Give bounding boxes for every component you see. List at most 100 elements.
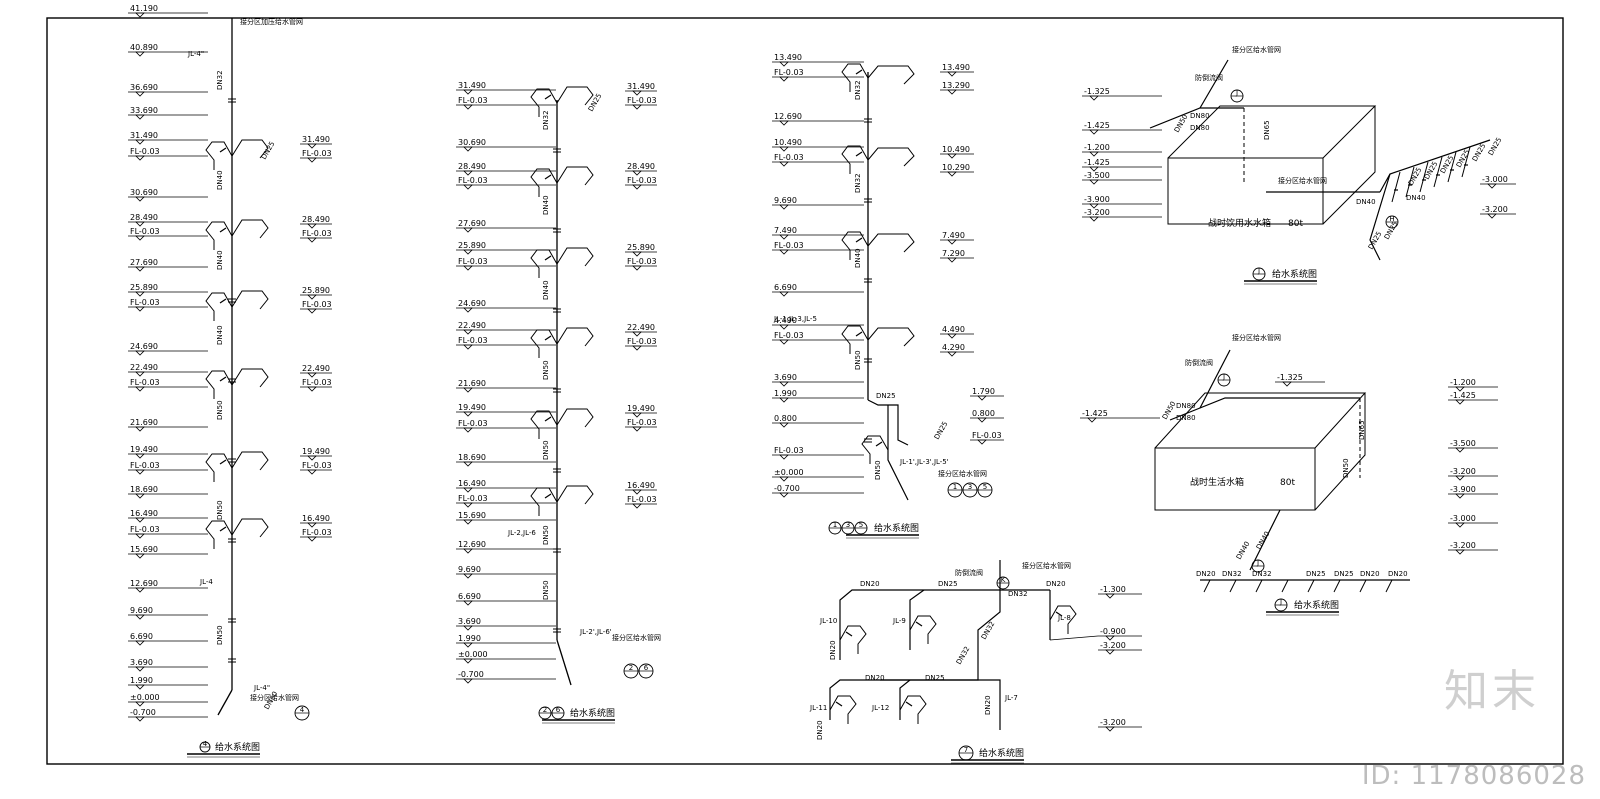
elevation-marker <box>135 291 145 297</box>
elevation-label: 22.490 <box>458 321 486 330</box>
elevation-label: 13.490 <box>774 53 802 62</box>
elevation-marker <box>1089 166 1099 172</box>
pipe-note: 防倒流阀 <box>955 568 983 577</box>
branch-valve <box>544 94 552 100</box>
inlet-pipe <box>1199 349 1231 409</box>
riser-pipe <box>887 405 909 501</box>
elevation-marker <box>1455 475 1465 481</box>
diagram-title: 给水系统图 <box>874 522 919 534</box>
elevation-label: -1.200 <box>1450 378 1476 387</box>
elevation-marker <box>135 614 145 620</box>
elevation-label: -3.200 <box>1482 205 1508 214</box>
pipe-size-tag: JL-4 <box>199 578 213 586</box>
branch-valve <box>855 331 863 337</box>
elevation-label: 21.690 <box>130 418 158 427</box>
pipe-size-tag: DN25 <box>925 674 945 682</box>
pipe-size-tag: DN20 <box>816 720 824 740</box>
elevation-marker <box>632 489 642 495</box>
pipe-note: 接分区给水管网 <box>1232 333 1281 342</box>
branch-pipe <box>231 368 269 388</box>
elevation-label: FL-0.03 <box>627 495 657 504</box>
elevation-marker <box>1487 213 1497 219</box>
pipe-size-tag: DN80 <box>1176 414 1196 422</box>
index-number: 3 <box>846 521 850 529</box>
pipe-size-tag: DN32 <box>854 173 862 193</box>
elevation-label: 13.490 <box>942 63 970 72</box>
elevation-marker <box>463 678 473 684</box>
branch-valve <box>915 621 923 627</box>
elevation-label: 27.690 <box>130 258 158 267</box>
elevation-label: FL-0.03 <box>130 525 160 534</box>
branch-pipe <box>841 145 869 174</box>
elevation-marker <box>1455 447 1465 453</box>
elevation-label: 16.490 <box>627 481 655 490</box>
pipe-size-tag: DN40 <box>1356 198 1376 206</box>
elevation-marker <box>135 371 145 377</box>
elevation-label: 15.690 <box>458 511 486 520</box>
elevation-label: 16.490 <box>302 514 330 523</box>
elevation-marker <box>463 642 473 648</box>
main-pipe <box>839 589 1050 660</box>
elevation-label: FL-0.03 <box>627 418 657 427</box>
elevation-marker <box>307 455 317 461</box>
elevation-label: -3.200 <box>1450 467 1476 476</box>
pipe-size-tag: JL-11 <box>809 704 827 712</box>
elevation-marker <box>977 417 987 423</box>
pipe-size-tag: DN25 <box>1306 570 1326 578</box>
elevation-marker <box>135 684 145 690</box>
pipe-size-tag: JL-7 <box>1004 694 1018 702</box>
elevation-label: 7.290 <box>942 249 965 258</box>
elevation-marker <box>135 12 145 18</box>
elevation-marker <box>1455 493 1465 499</box>
pipe-size-tag: DN20 <box>829 640 837 660</box>
elevation-marker <box>307 223 317 229</box>
elevation-marker <box>779 161 789 167</box>
branch-pipe <box>205 520 233 549</box>
elevation-marker <box>135 493 145 499</box>
elevation-label: 15.690 <box>130 545 158 554</box>
elevation-label: 12.690 <box>458 540 486 549</box>
elevation-marker <box>307 237 317 243</box>
branch-pipe <box>231 219 269 239</box>
elevation-label: -0.900 <box>1100 627 1126 636</box>
branch-pipe <box>1281 579 1289 593</box>
elevation-label: 16.490 <box>458 479 486 488</box>
elevation-label: 31.490 <box>458 81 486 90</box>
elevation-label: -3.500 <box>1084 171 1110 180</box>
branch-valve <box>905 701 913 707</box>
elevation-marker <box>307 469 317 475</box>
pipe-size-tag: DN25 <box>933 420 950 441</box>
elevation-marker <box>463 227 473 233</box>
pipe-note: 防倒流阀 <box>1195 73 1223 82</box>
pipe-size-tag: DN20 <box>860 580 880 588</box>
branch-pipe <box>1461 146 1471 178</box>
branch-pipe <box>841 325 869 354</box>
branch-valve <box>219 376 227 382</box>
elevation-label: 12.690 <box>130 579 158 588</box>
pipe-size-tag: DN65 <box>1358 420 1366 440</box>
elevation-marker <box>1282 381 1292 387</box>
elevation-marker <box>135 91 145 97</box>
elevation-label: 7.490 <box>774 226 797 235</box>
elevation-label: FL-0.03 <box>130 147 160 156</box>
elevation-marker <box>1455 549 1465 555</box>
elevation-marker <box>977 395 987 401</box>
branch-pipe <box>909 615 937 644</box>
elevation-label: FL-0.03 <box>627 257 657 266</box>
elevation-label: FL-0.03 <box>627 96 657 105</box>
branch-valve <box>845 631 853 637</box>
pipe-size-tag: DN50 <box>216 625 224 645</box>
elevation-marker <box>463 146 473 152</box>
diagram-title: 给水系统图 <box>570 707 615 719</box>
branch-pipe <box>231 451 269 471</box>
riser-pipe <box>217 689 233 716</box>
index-number: 2 <box>543 706 547 714</box>
elevation-marker <box>307 386 317 392</box>
elevation-marker <box>135 426 145 432</box>
elevation-marker <box>977 439 987 445</box>
elevation-marker <box>1089 151 1099 157</box>
branch-pipe <box>205 141 233 170</box>
elevation-marker <box>135 453 145 459</box>
elevation-marker <box>463 658 473 664</box>
